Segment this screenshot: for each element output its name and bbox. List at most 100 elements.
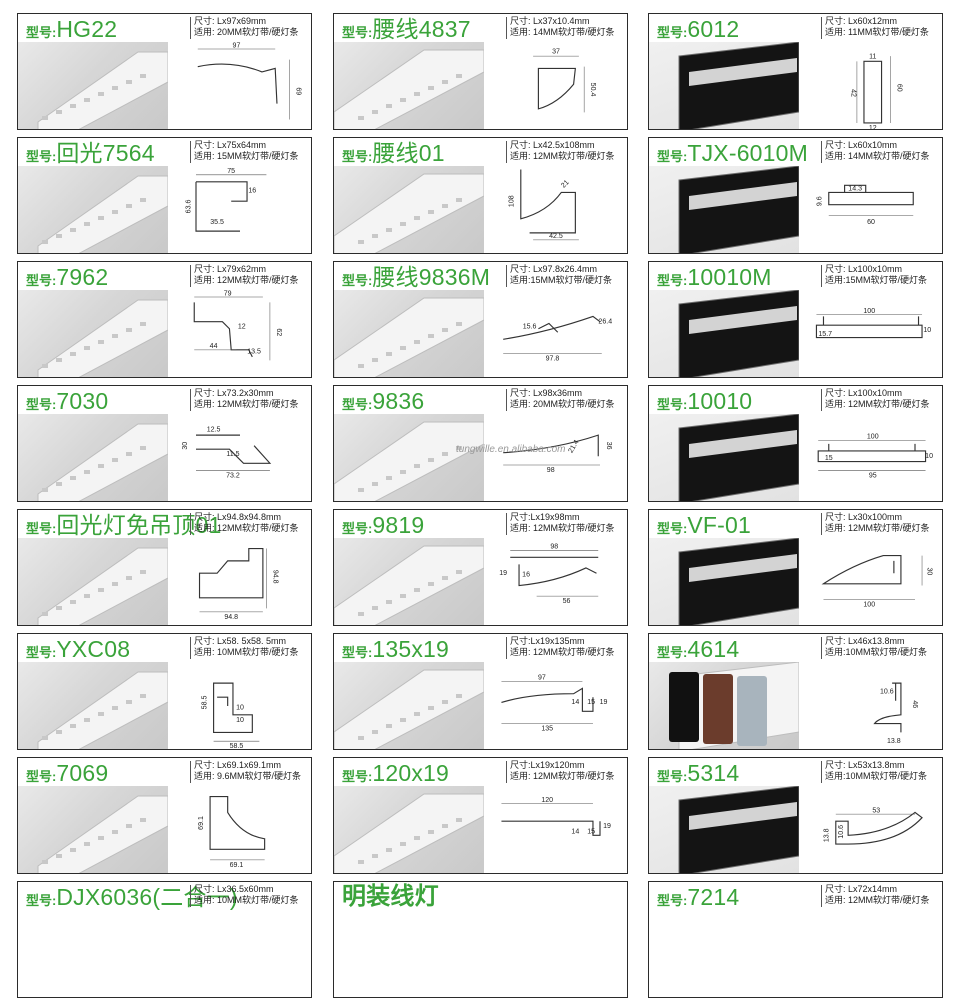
mounting-hole (414, 836, 420, 840)
profile-outline (213, 682, 253, 733)
mounting-hole (428, 458, 434, 462)
model-number: 型号:10010 (657, 390, 752, 416)
mounting-hole (414, 464, 420, 468)
extrusion-photo-drawing (678, 414, 799, 501)
dimension-label: 94.8 (271, 570, 278, 584)
model-code: 7214 (687, 884, 740, 910)
dimension-label: 62 (275, 328, 282, 336)
mounting-hole (140, 570, 146, 574)
profile-outline (863, 60, 883, 124)
size-text: 尺寸: Lx94.8x94.8mm (194, 512, 282, 522)
product-photo (18, 166, 168, 253)
mounting-hole (442, 328, 448, 332)
model-number: 型号:腰线01 (342, 142, 445, 168)
spec-divider (190, 265, 191, 287)
model-code: TJX-6010M (687, 140, 809, 166)
black-profile (678, 166, 799, 253)
black-profile (678, 42, 799, 129)
model-number: 型号:回光7564 (26, 142, 155, 168)
cross-section-svg: 69.169.1 (198, 795, 266, 869)
dimension-label: 60 (895, 84, 902, 92)
profile-outline (873, 682, 902, 733)
mounting-hole (56, 234, 62, 238)
model-code: 明装线灯 (342, 883, 439, 910)
size-text: 尺寸: Lx37x10.4mm (510, 16, 590, 26)
mounting-hole (386, 476, 392, 480)
model-prefix: 型号: (342, 769, 373, 784)
dimension-label: 50.4 (589, 83, 596, 97)
dimension-label: 75 (227, 168, 235, 175)
model-prefix: 型号: (26, 645, 57, 660)
dimension-label: 14.3 (848, 186, 862, 193)
model-code: 回光灯免吊顶01 (56, 512, 222, 538)
mounting-hole (400, 470, 406, 474)
dimension-label: 98 (547, 467, 555, 474)
spec-divider (506, 513, 507, 535)
extrusion-photo-drawing (37, 671, 168, 749)
profile-outline (198, 547, 264, 599)
mounting-hole (456, 818, 462, 822)
white-profile (37, 423, 168, 501)
dimension-label: 13.8 (824, 828, 831, 842)
product-photo (649, 42, 799, 129)
dimension-label: 21 (560, 179, 571, 190)
profile-outline (537, 67, 576, 110)
white-profile (334, 545, 484, 625)
model-code: 7069 (56, 760, 109, 786)
mounting-hole (98, 92, 104, 96)
dimension-label: 42 (850, 89, 857, 97)
extrusion-photo-drawing (678, 166, 799, 253)
profile-outline (503, 315, 601, 340)
dimension-label: 10 (925, 453, 933, 460)
product-photo (334, 42, 484, 129)
usage-text: 适用: 14MM软灯带/硬灯条 (825, 151, 930, 161)
mounting-hole (84, 842, 90, 846)
diffuser-strip (689, 306, 797, 334)
spec-divider (190, 141, 191, 163)
white-profile (37, 795, 168, 873)
size-text: 尺寸: Lx98x36mm (510, 388, 583, 398)
usage-text: 适用: 12MM软灯带/硬灯条 (194, 399, 299, 409)
dimension-label: 73.2 (226, 472, 240, 479)
spec-divider (506, 389, 507, 411)
model-code: 腰线01 (372, 140, 445, 166)
dimension-label: 108 (509, 195, 516, 207)
dimension-label: 100 (863, 308, 875, 315)
spec-divider (190, 389, 191, 411)
product-photo (18, 786, 168, 873)
size-text: 尺寸: Lx30x100mm (825, 512, 903, 522)
